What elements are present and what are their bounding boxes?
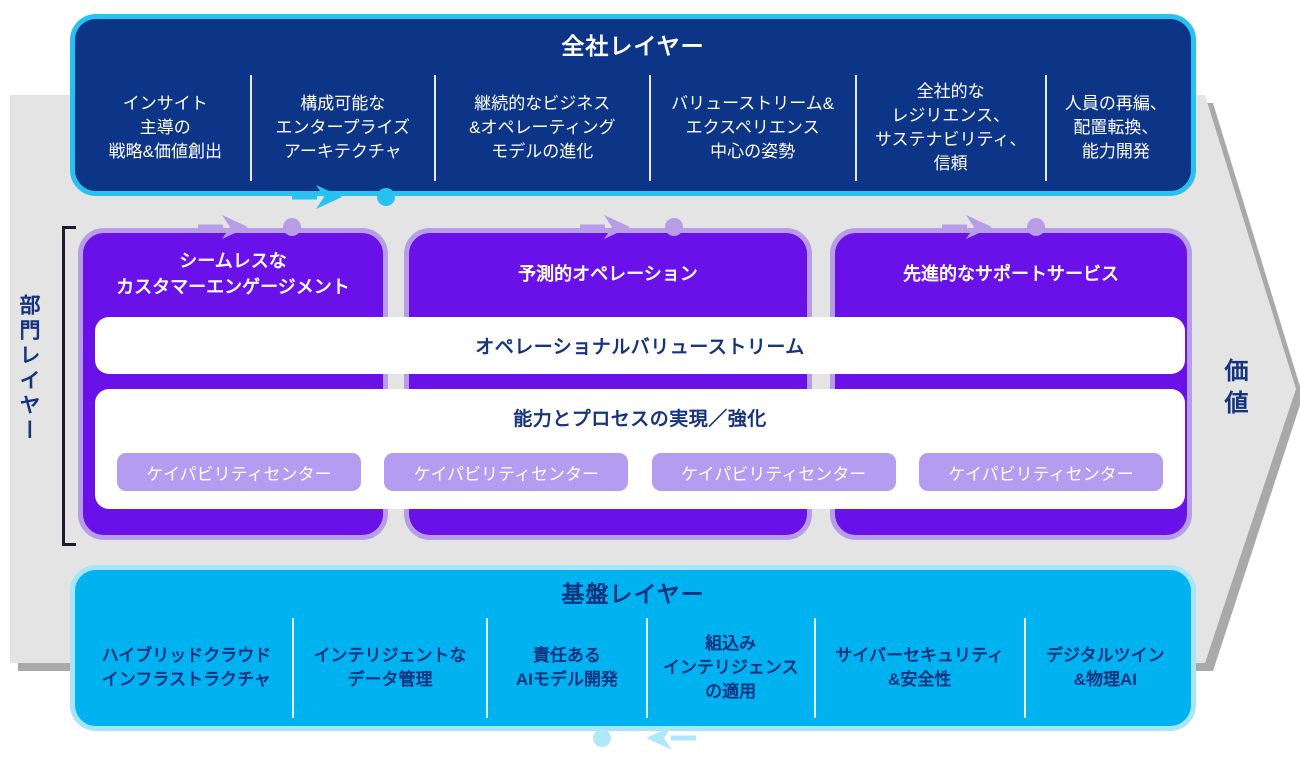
value-stream-heading: シームレスな カスタマーエンゲージメント: [116, 250, 350, 297]
foundation-layer-columns: ハイブリッドクラウド インフラストラクチャ インテリジェントな データ管理 責任…: [75, 614, 1191, 722]
foundation-layer-title: 基盤レイヤー: [561, 581, 705, 607]
foundation-column-cybersecurity: サイバーセキュリティ &安全性: [835, 645, 1005, 689]
flow-arrow-icon: [290, 181, 406, 213]
enterprise-column-architecture: 構成可能な エンタープライズ アーキテクチャ: [275, 93, 411, 162]
foundation-column-data-management: インテリジェントな データ管理: [313, 645, 467, 689]
column-divider: [291, 618, 294, 718]
value-stream-heading: 予測的オペレーション: [518, 263, 698, 284]
column-divider: [486, 618, 489, 718]
column-divider: [249, 75, 252, 181]
capability-center-chip: ケイパビリティセンター: [651, 453, 896, 491]
flow-arrow-icon: [578, 211, 694, 243]
enterprise-column-resilience: 全社的な レジリエンス、 サステナビリティ、 信頼: [874, 81, 1027, 174]
operational-value-stream-bar: オペレーショナルバリューストリーム: [95, 317, 1185, 374]
foundation-column-digital-twin: デジタルツイン &物理AI: [1045, 645, 1165, 689]
capability-center-chip: ケイパビリティセンター: [117, 453, 361, 491]
capability-center-chip: ケイパビリティセンター: [384, 453, 629, 491]
column-divider: [1044, 75, 1047, 181]
capability-process-bar: 能力とプロセスの実現／強化 ケイパビリティセンター ケイパビリティセンター ケイ…: [95, 389, 1185, 509]
value-label: 価値: [1220, 358, 1247, 422]
column-divider: [648, 75, 651, 181]
capability-process-label: 能力とプロセスの実現／強化: [513, 409, 767, 430]
capability-center-row: ケイパビリティセンター ケイパビリティセンター ケイパビリティセンター ケイパビ…: [117, 453, 1163, 491]
division-layer-bracket: [62, 226, 76, 546]
flow-arrow-icon: [196, 211, 312, 243]
enterprise-column-people: 人員の再編、 配置転換、 能力開発: [1064, 93, 1167, 162]
capability-center-chip: ケイパビリティセンター: [918, 453, 1163, 491]
foundation-layer-bar: 基盤レイヤー ハイブリッドクラウド インフラストラクチャ インテリジェントな デ…: [70, 565, 1196, 731]
division-layer-label: 部門レイヤー: [17, 294, 40, 444]
enterprise-layer-title: 全社レイヤー: [561, 33, 705, 59]
enterprise-column-operating-model: 継続的なビジネス &オペレーティング モデルの進化: [469, 93, 616, 162]
enterprise-layer-columns: インサイト 主導の 戦略&価値創出 構成可能な エンタープライズ アーキテクチャ…: [75, 69, 1191, 187]
column-divider: [1023, 618, 1026, 718]
flow-arrow-left-icon: [582, 722, 698, 754]
column-divider: [813, 618, 816, 718]
flow-arrow-icon: [940, 211, 1056, 243]
foundation-column-embedded-intelligence: 組込み インテリジェンス の適用: [662, 633, 799, 702]
value-stream-heading: 先進的なサポートサービス: [903, 263, 1119, 284]
operational-value-stream-label: オペレーショナルバリューストリーム: [475, 337, 805, 358]
foundation-column-hybrid-cloud: ハイブリッドクラウド インフラストラクチャ: [101, 645, 272, 689]
foundation-column-responsible-ai: 責任ある AIモデル開発: [515, 645, 618, 689]
enterprise-layer-bar: 全社レイヤー インサイト 主導の 戦略&価値創出 構成可能な エンタープライズ …: [70, 14, 1196, 196]
column-divider: [854, 75, 857, 181]
enterprise-column-value-stream: バリューストリーム& エクスペリエンス 中心の姿勢: [671, 93, 835, 162]
column-divider: [645, 618, 648, 718]
enterprise-column-insight: インサイト 主導の 戦略&価値創出: [108, 93, 222, 162]
column-divider: [433, 75, 436, 181]
